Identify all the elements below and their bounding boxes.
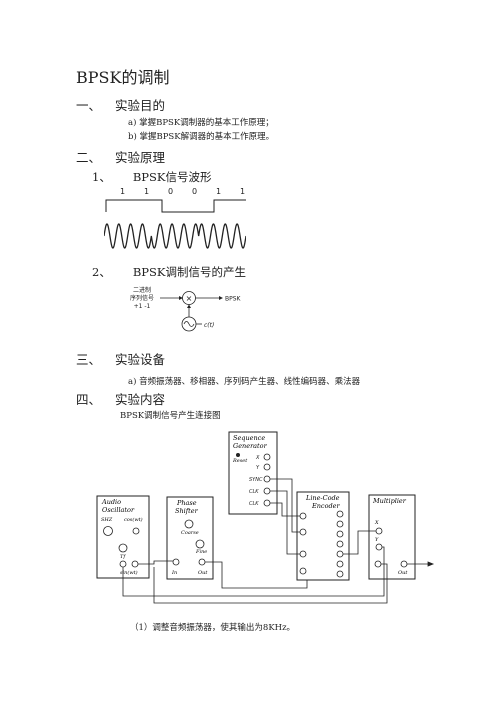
phase-shifter-module: Phase Shifter Coarse Fine In Out [166,496,214,580]
bit-label: 0 [192,187,197,196]
equipment-list: a) 音频振荡器、移相器、序列码产生器、线性编码器、乘法器 [128,377,361,387]
input-label: +1 -1 [134,303,151,310]
bpsk-output-label: BPSK [225,296,242,303]
module-title: Shifter [175,507,199,515]
module-title: Line-Code [305,494,340,502]
purpose-item-b: b) 掌握BPSK解调器的基本工作原理。 [128,132,275,142]
port-label: Tf [120,554,126,560]
module-title: Generator [233,442,268,450]
step-1-text: （1）调整音频振荡器，使其输出为8KHz。 [130,623,296,633]
line-code-encoder-module: Line-Code Encoder [296,491,350,581]
subsection-label: BPSK信号波形 [132,170,212,184]
bpsk-waveform-figure: 1 1 0 0 1 1 [104,187,246,249]
bit-label: 1 [144,187,149,196]
module-title: Encoder [311,502,340,510]
port-label: Y [256,465,260,471]
page-title: BPSK的调制 [76,68,170,87]
diagram-caption: BPSK调制信号产生连接图 [120,411,221,421]
port-label: SHZ [101,517,113,523]
subsection-number: 1、 [92,170,111,184]
bit-label: 1 [216,187,221,196]
carrier-label: c(t) [204,322,214,329]
bpsk-carrier-wave [104,223,246,249]
port-label: CLK [249,489,259,495]
module-title: Phase [176,499,197,507]
port-label: Y [375,537,379,543]
port-label: sin(wt) [120,569,138,576]
port-label: CLK [249,501,259,507]
bit-label: 0 [168,187,173,196]
sequence-generator-module: Sequence Generator Reset X Y SYNC CLK CL… [228,431,278,515]
subsection-generation: 2、 BPSK调制信号的产生 [92,264,246,280]
connection-diagram: Sequence Generator Reset X Y SYNC CLK CL… [96,431,435,604]
module-title: Oscillator [102,506,135,514]
input-label: 序列信号 [130,294,154,302]
port-label: X [374,520,379,526]
module-title: Multiplier [372,497,407,505]
section-label: 实验原理 [115,150,166,165]
audio-oscillator-module: Audio Oscillator SHZ cos(wt) Tf sin(wt) [96,495,150,579]
section-heading-equipment: 三、实验设备 [76,349,165,368]
subsection-waveform: 1、 BPSK信号波形 [92,169,212,185]
subsection-label: BPSK调制信号的产生 [132,265,246,279]
section-heading-purpose: 一、实验目的 [76,95,165,114]
section-number: 四、 [76,392,102,407]
port-label: In [171,570,177,576]
module-title: Sequence [233,434,265,442]
section-number: 二、 [76,150,102,165]
port-label: cos(wt) [124,516,143,523]
multiply-sign: × [186,294,193,303]
subsection-number: 2、 [92,265,111,279]
port-label: SYNC [249,477,263,483]
port-label: Out [398,570,408,576]
patch-wires [122,478,435,604]
frequency-knob[interactable] [103,526,113,536]
port-label: X [255,455,260,461]
data-square-wave [105,199,246,213]
section-label: 实验目的 [115,98,166,113]
bit-label: 1 [240,187,245,196]
modulator-block-diagram: 二进制 序列信号 +1 -1 × BPSK c(t) [130,286,242,332]
section-heading-principle: 二、实验原理 [76,147,165,166]
port-label: Fine [195,549,207,555]
purpose-item-a: a) 掌握BPSK调制器的基本工作原理； [128,118,274,128]
multiplier-module: Multiplier X Y Out [368,494,416,580]
fine-knob[interactable] [195,539,205,549]
input-label: 二进制 [133,286,151,294]
port-label: Out [198,570,208,576]
port-label: Reset [232,458,248,464]
bit-label: 1 [120,187,125,196]
section-label: 实验设备 [115,352,166,367]
level-knob[interactable] [118,543,128,553]
section-label: 实验内容 [115,392,166,407]
section-heading-content: 四、实验内容 [76,389,165,408]
section-number: 三、 [76,352,102,367]
module-title: Audio [101,498,121,506]
section-number: 一、 [76,98,102,113]
port-label: Coarse [181,530,199,536]
coarse-knob[interactable] [184,519,194,529]
